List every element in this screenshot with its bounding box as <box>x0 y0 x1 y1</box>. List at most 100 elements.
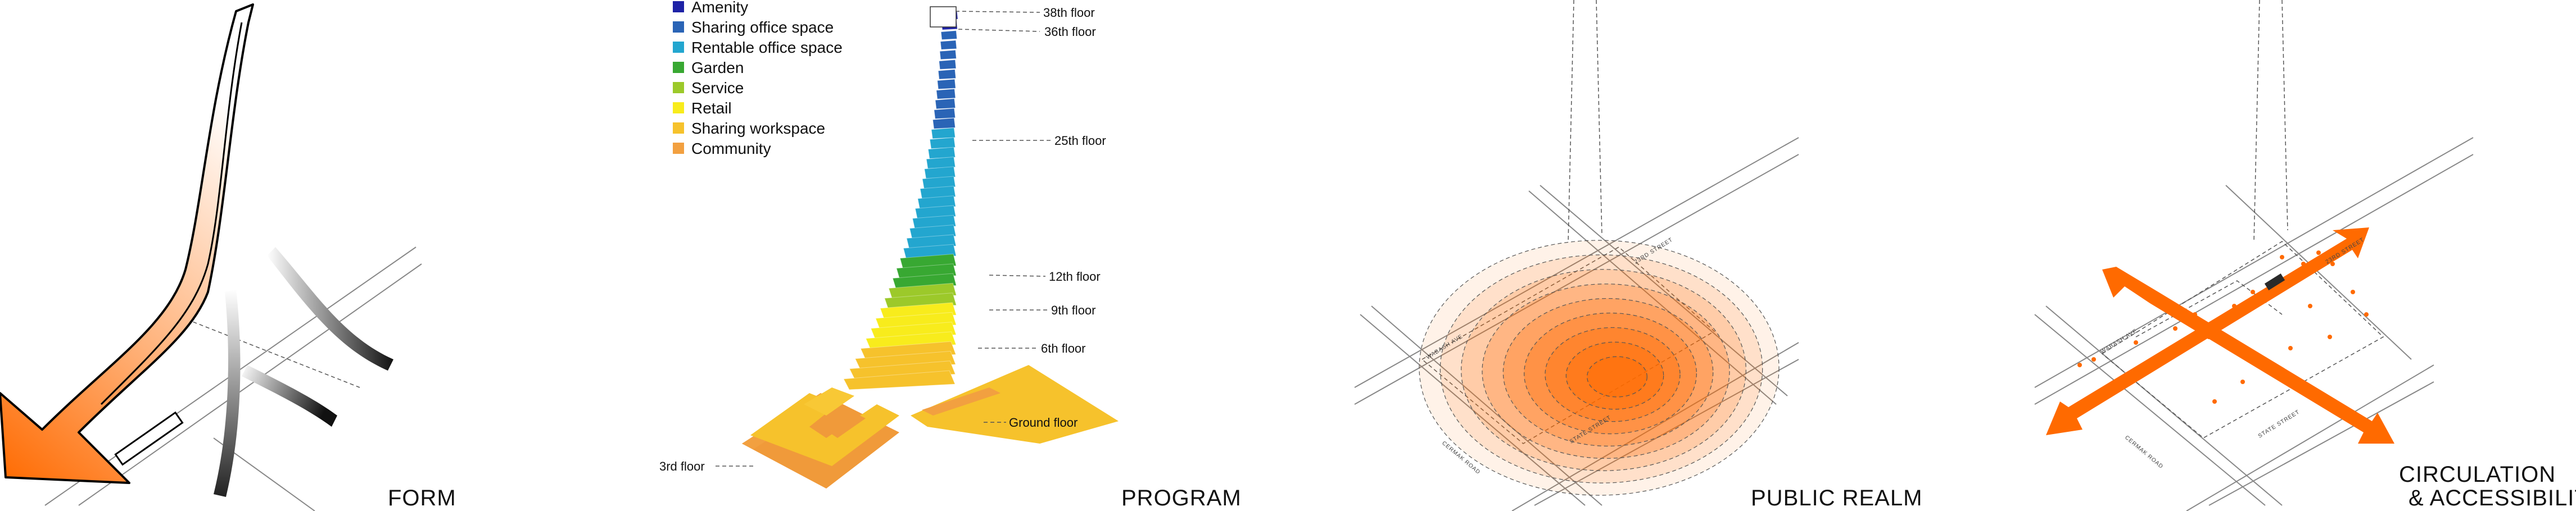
pedestrian-icon <box>2328 335 2332 339</box>
label-ground-floor: Ground floor <box>1009 416 1078 430</box>
legend-swatch-amenity <box>673 1 684 12</box>
pedestrian-icon <box>2153 357 2158 362</box>
label-38th-floor: 38th floor <box>1043 6 1095 20</box>
floor-slab <box>932 117 956 129</box>
legend-swatch-rentable-office <box>673 42 684 53</box>
pedestrian-icon <box>2308 304 2312 308</box>
grey-curve-lower <box>242 365 337 427</box>
circulation-arrows <box>2046 227 2394 444</box>
form-title: FORM <box>388 486 456 510</box>
influence-ring <box>1461 269 1746 471</box>
site-slab <box>114 411 184 466</box>
street-grid-circ <box>2034 0 2474 511</box>
floor-slab <box>920 185 956 199</box>
influence-ring <box>1565 341 1664 410</box>
floor-slab <box>935 98 956 110</box>
floor-slab <box>922 176 956 189</box>
program-legend: Amenity Sharing office space Rentable of… <box>673 0 843 157</box>
program-panel: Amenity Sharing office space Rentable of… <box>659 0 1242 510</box>
pedestrian-icon <box>2193 312 2197 317</box>
pedestrian-icon <box>2351 290 2355 294</box>
floor-slab <box>926 156 956 169</box>
floor-slab <box>914 205 956 219</box>
legend-label-garden: Garden <box>691 59 744 76</box>
influence-ring <box>1482 284 1730 459</box>
circ-street-label-state: STATE STREET <box>2257 409 2301 439</box>
grey-curve-arc <box>214 289 241 497</box>
pedestrian-icon <box>2107 385 2111 390</box>
pedestrian-icon <box>2232 304 2237 308</box>
influence-ring <box>1502 298 1714 447</box>
floor-slab <box>940 40 957 50</box>
pedestrian-icon <box>2288 346 2293 350</box>
legend-label-sharing-workspace: Sharing workspace <box>691 120 825 137</box>
floor-slab <box>906 234 957 249</box>
pedestrian-icon <box>2301 262 2306 266</box>
floor-slab <box>940 30 958 40</box>
pedestrian-icon <box>2364 312 2369 317</box>
label-12th-floor: 12th floor <box>1049 270 1101 284</box>
label-3rd-floor: 3rd floor <box>659 459 705 473</box>
public-realm-panel: 23RD STREET WABASH AVE CERMAK ROAD STATE… <box>1354 0 1922 511</box>
floor-slab <box>909 225 957 239</box>
circulation-bridge <box>2264 273 2285 290</box>
pedestrian-icon <box>2316 250 2321 255</box>
floor-leaders <box>714 11 1051 467</box>
legend-swatch-garden <box>673 62 684 73</box>
floor-slab <box>843 370 956 390</box>
form-arrow <box>0 3 254 484</box>
influence-ring <box>1524 312 1697 435</box>
pedestrian-icon <box>2330 262 2335 266</box>
ground-floor-slab <box>911 365 1119 444</box>
pedestrian-icon <box>2212 399 2217 404</box>
circ-street-label-cermak: CERMAK ROAD <box>2124 435 2165 470</box>
label-6th-floor: 6th floor <box>1041 341 1086 355</box>
floor-slab <box>938 69 956 80</box>
program-title: PROGRAM <box>1121 486 1242 510</box>
public-realm-title: PUBLIC REALM <box>1751 486 1922 510</box>
floor-slab <box>929 137 956 149</box>
circulation-title-line2: & ACCESSIBILITY <box>2409 486 2576 510</box>
floor-slab <box>917 195 956 209</box>
legend-label-rentable-office: Rentable office space <box>691 39 843 56</box>
pedestrian-icon <box>2091 357 2096 362</box>
legend-swatch-sharing-workspace <box>673 122 684 134</box>
floor-slab <box>937 79 956 90</box>
legend-label-service: Service <box>691 79 744 97</box>
legend-swatch-sharing-office <box>673 21 684 33</box>
pedestrian-icon <box>2251 290 2255 294</box>
legend-label-community: Community <box>691 140 771 157</box>
public-realm-radius <box>1419 240 1780 496</box>
legend-swatch-service <box>673 82 684 93</box>
pedestrian-icon <box>2134 340 2138 345</box>
pedestrian-icon <box>2173 326 2177 331</box>
legend-swatch-retail <box>673 102 684 113</box>
circ-street-label-wabash: WABASH AVE <box>2100 328 2139 355</box>
arrow-ne-sw <box>2046 227 2369 435</box>
floor-slab <box>939 59 957 70</box>
floor-slab <box>924 166 956 179</box>
label-36th-floor: 36th floor <box>1044 25 1096 39</box>
legend-label-retail: Retail <box>691 99 732 117</box>
pedestrian-markers <box>2077 231 2369 404</box>
tower-cap <box>930 6 957 28</box>
floor-slab <box>934 108 956 120</box>
pedestrian-icon <box>2240 380 2245 384</box>
pedestrian-icon <box>2344 231 2349 235</box>
community-base <box>742 387 899 489</box>
influence-ring <box>1419 240 1780 496</box>
pedestrian-icon <box>2280 255 2284 259</box>
pedestrian-icon <box>2207 335 2211 339</box>
form-arrow-inner <box>100 22 243 405</box>
pedestrian-icon <box>2077 363 2082 367</box>
floor-slab <box>927 147 956 159</box>
floor-slab <box>931 127 956 139</box>
program-tower <box>843 6 958 390</box>
influence-ring <box>1587 356 1647 398</box>
floor-slab <box>912 215 957 229</box>
circulation-title-line1: CIRCULATION <box>2399 462 2556 487</box>
floor-slab <box>936 88 956 99</box>
label-25th-floor: 25th floor <box>1054 134 1106 148</box>
form-panel: FORM <box>0 3 456 511</box>
legend-label-amenity: Amenity <box>691 0 748 16</box>
